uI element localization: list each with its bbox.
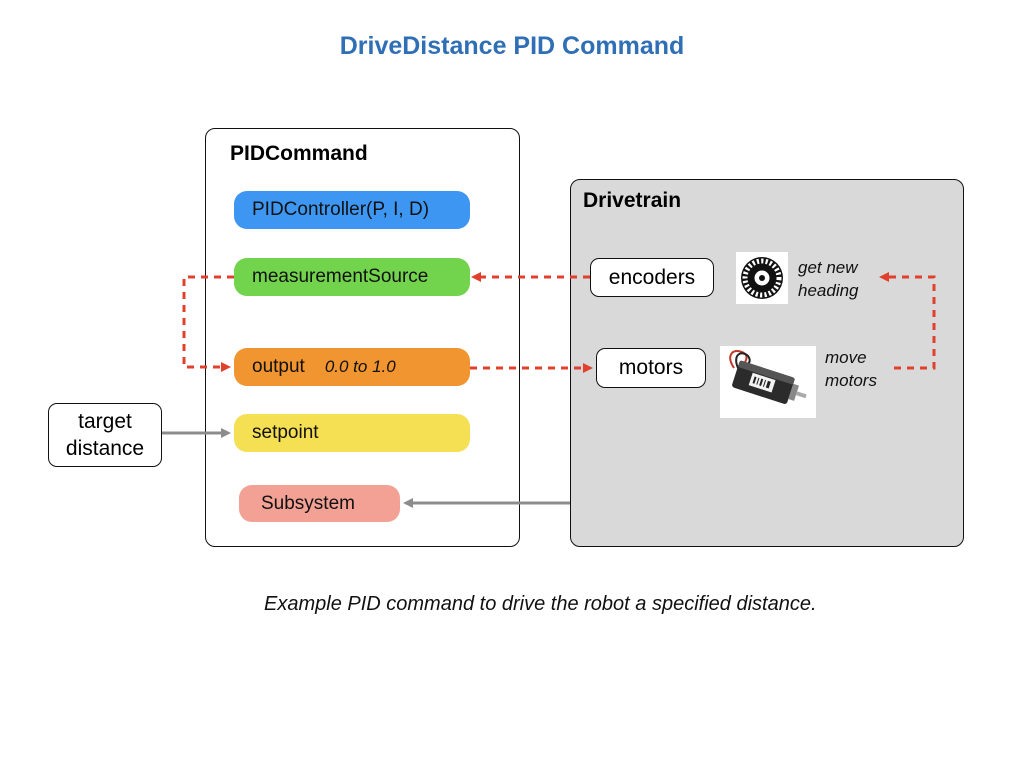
encoder-wheel-icon <box>736 252 788 304</box>
subsystem-pill: Subsystem <box>239 485 400 522</box>
motor-note: move motors <box>825 346 877 392</box>
target-line-1: target <box>78 410 132 433</box>
motors-label: motors <box>618 356 684 379</box>
motor-note-line-2: motors <box>825 371 877 390</box>
output-range: 0.0 to 1.0 <box>324 357 396 376</box>
drivetrain-heading: Drivetrain <box>583 189 682 212</box>
target-line-2: distance <box>65 437 145 460</box>
target-distance-box: target distance <box>48 403 162 467</box>
dc-motor-icon <box>720 346 816 418</box>
measurement-source-label: measurementSource <box>252 266 429 287</box>
motors-to-heading-arrow <box>879 272 936 370</box>
measurement-source-pill: measurementSource <box>234 258 470 296</box>
pid-controller-pill: PIDController(P, I, D) <box>234 191 470 229</box>
output-label: output <box>252 356 305 377</box>
setpoint-label: setpoint <box>252 422 319 443</box>
subsystem-label: Subsystem <box>261 492 355 514</box>
encoder-note-line-1: get new <box>798 258 858 277</box>
caption: Example PID command to drive the robot a… <box>264 593 817 615</box>
encoders-box: encoders <box>590 258 714 297</box>
encoder-note-line-2: heading <box>798 281 859 300</box>
encoders-label: encoders <box>608 265 696 289</box>
measurement-to-output-arrow <box>182 275 234 372</box>
encoder-note: get new heading <box>798 256 859 302</box>
pidcommand-heading: PIDCommand <box>230 142 368 165</box>
motor-note-line-1: move <box>825 348 867 367</box>
setpoint-pill: setpoint <box>234 414 470 452</box>
diagram-title: DriveDistance PID Command <box>339 32 685 60</box>
pid-controller-label: PIDController(P, I, D) <box>252 199 430 220</box>
output-pill: output 0.0 to 1.0 <box>234 348 470 386</box>
motors-box: motors <box>596 348 706 388</box>
